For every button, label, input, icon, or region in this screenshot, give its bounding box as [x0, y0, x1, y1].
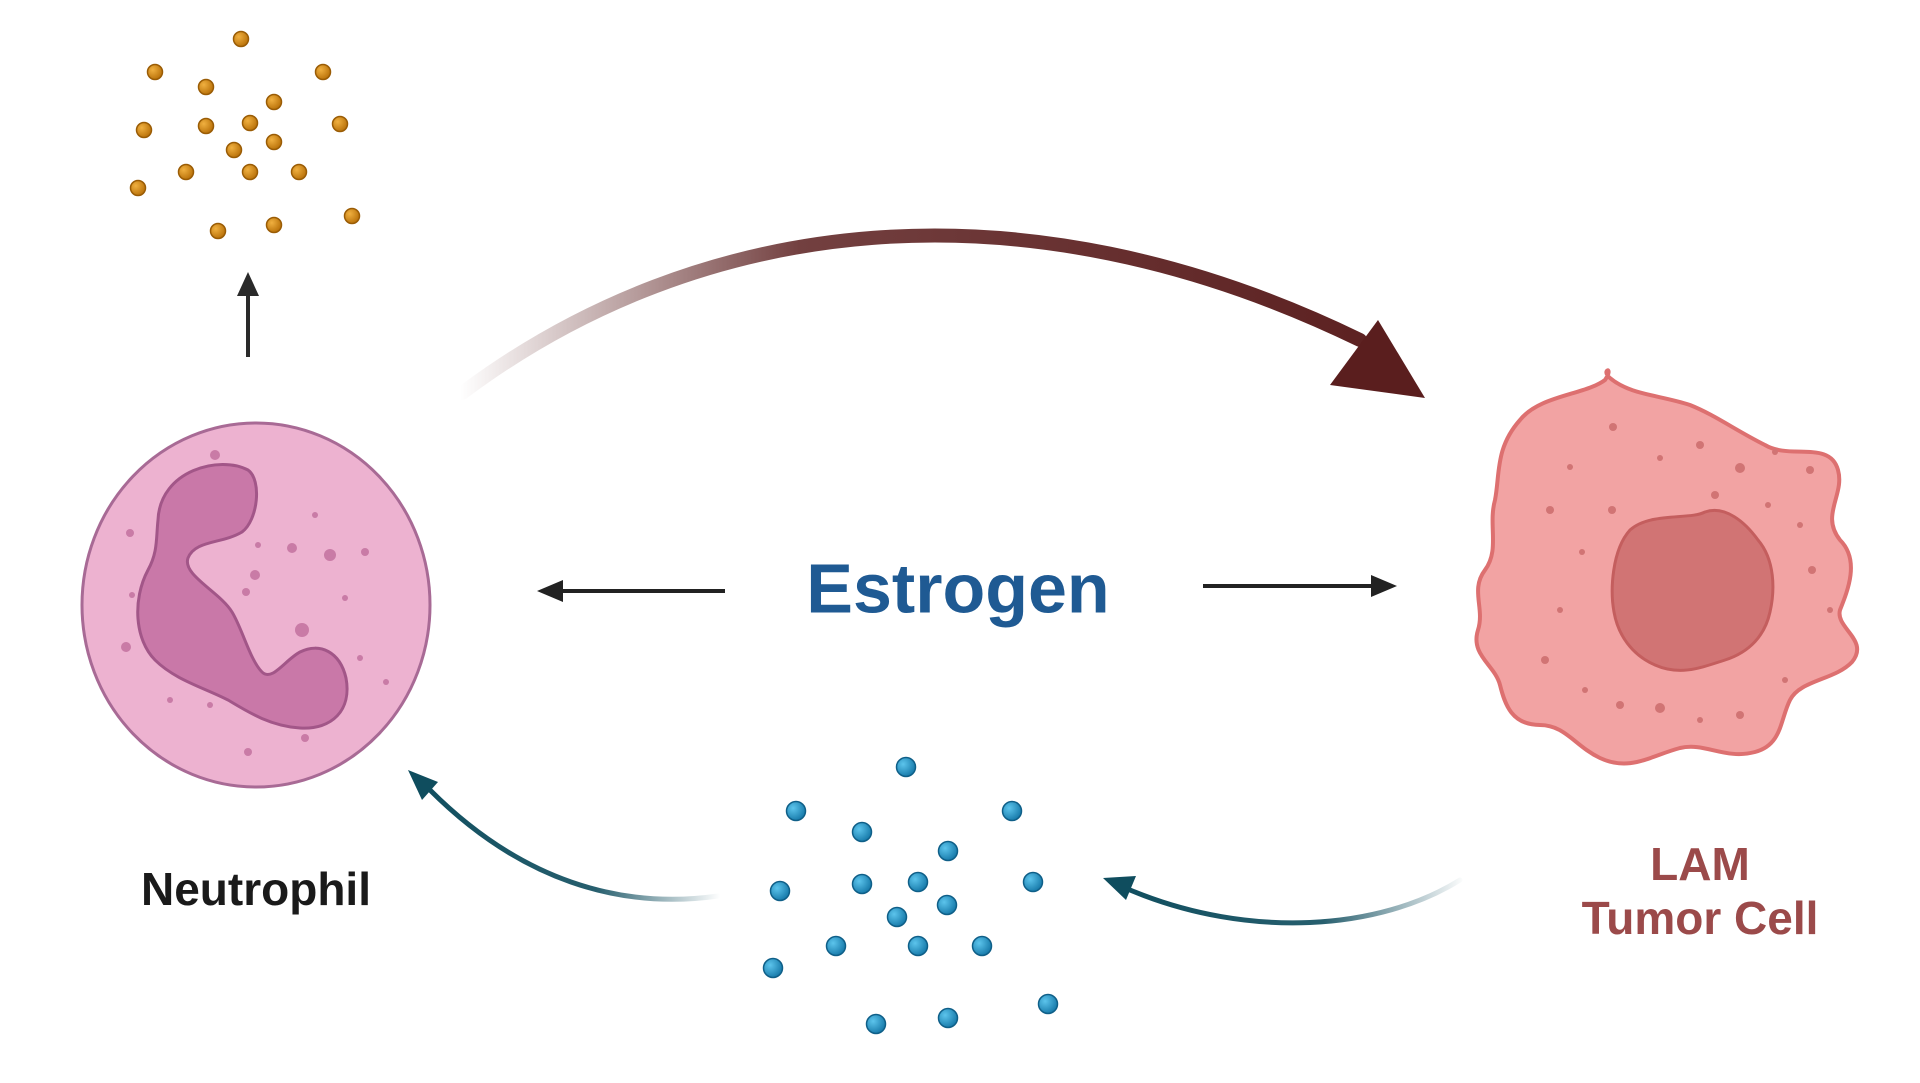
- orange-particle: [209, 222, 227, 240]
- blue-particle: [851, 873, 873, 895]
- tumor-granule: [1736, 711, 1744, 719]
- neutrophil-granule: [383, 679, 389, 685]
- orange-particle: [241, 163, 259, 181]
- tumor-granule: [1765, 502, 1771, 508]
- neutrophil-granule: [301, 734, 309, 742]
- tumor-granule: [1782, 677, 1788, 683]
- orange-particle: [232, 30, 250, 48]
- orange-particle: [197, 117, 215, 135]
- blue-particles-cluster: [762, 756, 1059, 1035]
- tumor-granule: [1711, 491, 1719, 499]
- blue-particle: [937, 840, 959, 862]
- orange-particle: [343, 207, 361, 225]
- tumor-granule: [1655, 703, 1665, 713]
- neutrophil-granule: [126, 529, 134, 537]
- estrogen-left-arrow: [537, 580, 725, 602]
- blue-particle: [907, 871, 929, 893]
- blue-particle: [895, 756, 917, 778]
- tumor-granule: [1808, 566, 1816, 574]
- orange-particle: [265, 93, 283, 111]
- orange-particle: [265, 133, 283, 151]
- blue-particle: [936, 894, 958, 916]
- tumor-granule: [1609, 423, 1617, 431]
- secretion-up-arrow: [237, 272, 259, 357]
- blue-particle: [1037, 993, 1059, 1015]
- tumor-granule: [1557, 607, 1563, 613]
- neutrophil-granule: [324, 549, 336, 561]
- return-arrow-from-tumor: [1103, 876, 1463, 926]
- neutrophil-granule: [129, 592, 135, 598]
- blue-particle: [865, 1013, 887, 1035]
- tumor-granule: [1697, 717, 1703, 723]
- orange-particle: [290, 163, 308, 181]
- tumor-granule: [1797, 522, 1803, 528]
- return-arrow-to-neutrophil: [408, 770, 721, 902]
- orange-particle: [197, 78, 215, 96]
- neutrophil-granule: [250, 570, 260, 580]
- orange-particle: [177, 163, 195, 181]
- neutrophil-granule: [255, 542, 261, 548]
- tumor-granule: [1546, 506, 1554, 514]
- orange-particle: [314, 63, 332, 81]
- tumor-granules: [1541, 423, 1833, 723]
- estrogen-right-arrow: [1203, 575, 1397, 597]
- estrogen-label: Estrogen: [806, 549, 1109, 627]
- neutrophil-granule: [361, 548, 369, 556]
- tumor-granule: [1696, 441, 1704, 449]
- tumor-label-line1: LAM: [1650, 838, 1750, 890]
- lam-tumor-cell-icon: [1474, 368, 1860, 766]
- orange-particle: [225, 141, 243, 159]
- neutrophil-granule: [312, 512, 318, 518]
- tumor-granule: [1567, 464, 1573, 470]
- blue-particle: [907, 935, 929, 957]
- orange-particles-cluster: [129, 30, 361, 240]
- orange-particle: [146, 63, 164, 81]
- orange-particle: [331, 115, 349, 133]
- neutrophil-cell-icon: [80, 421, 432, 789]
- blue-particle: [886, 906, 908, 928]
- large-curved-arrow: [455, 228, 1425, 400]
- blue-particle: [1001, 800, 1023, 822]
- tumor-label-line2: Tumor Cell: [1582, 892, 1819, 944]
- neutrophil-granule: [167, 697, 173, 703]
- blue-particle: [762, 957, 784, 979]
- tumor-granule: [1735, 463, 1745, 473]
- orange-particle: [129, 179, 147, 197]
- neutrophil-granule: [342, 595, 348, 601]
- orange-particle: [135, 121, 153, 139]
- neutrophil-granule: [295, 623, 309, 637]
- blue-particle: [971, 935, 993, 957]
- blue-particle: [937, 1007, 959, 1029]
- blue-particle: [1022, 871, 1044, 893]
- blue-particle: [769, 880, 791, 902]
- tumor-granule: [1827, 607, 1833, 613]
- neutrophil-granule: [210, 450, 220, 460]
- neutrophil-granule: [207, 702, 213, 708]
- tumor-granule: [1772, 449, 1778, 455]
- tumor-granule: [1579, 549, 1585, 555]
- orange-particle: [265, 216, 283, 234]
- blue-particle: [825, 935, 847, 957]
- tumor-granule: [1608, 506, 1616, 514]
- neutrophil-granule: [287, 543, 297, 553]
- tumor-granule: [1806, 466, 1814, 474]
- blue-particle: [785, 800, 807, 822]
- neutrophil-granule: [121, 642, 131, 652]
- neutrophil-granule: [244, 748, 252, 756]
- neutrophil-granules: [121, 450, 389, 756]
- tumor-granule: [1657, 455, 1663, 461]
- tumor-granule: [1582, 687, 1588, 693]
- neutrophil-label: Neutrophil: [141, 863, 371, 915]
- orange-particle: [241, 114, 259, 132]
- neutrophil-granule: [357, 655, 363, 661]
- blue-particle: [851, 821, 873, 843]
- tumor-granule: [1616, 701, 1624, 709]
- tumor-granule: [1541, 656, 1549, 664]
- neutrophil-granule: [242, 588, 250, 596]
